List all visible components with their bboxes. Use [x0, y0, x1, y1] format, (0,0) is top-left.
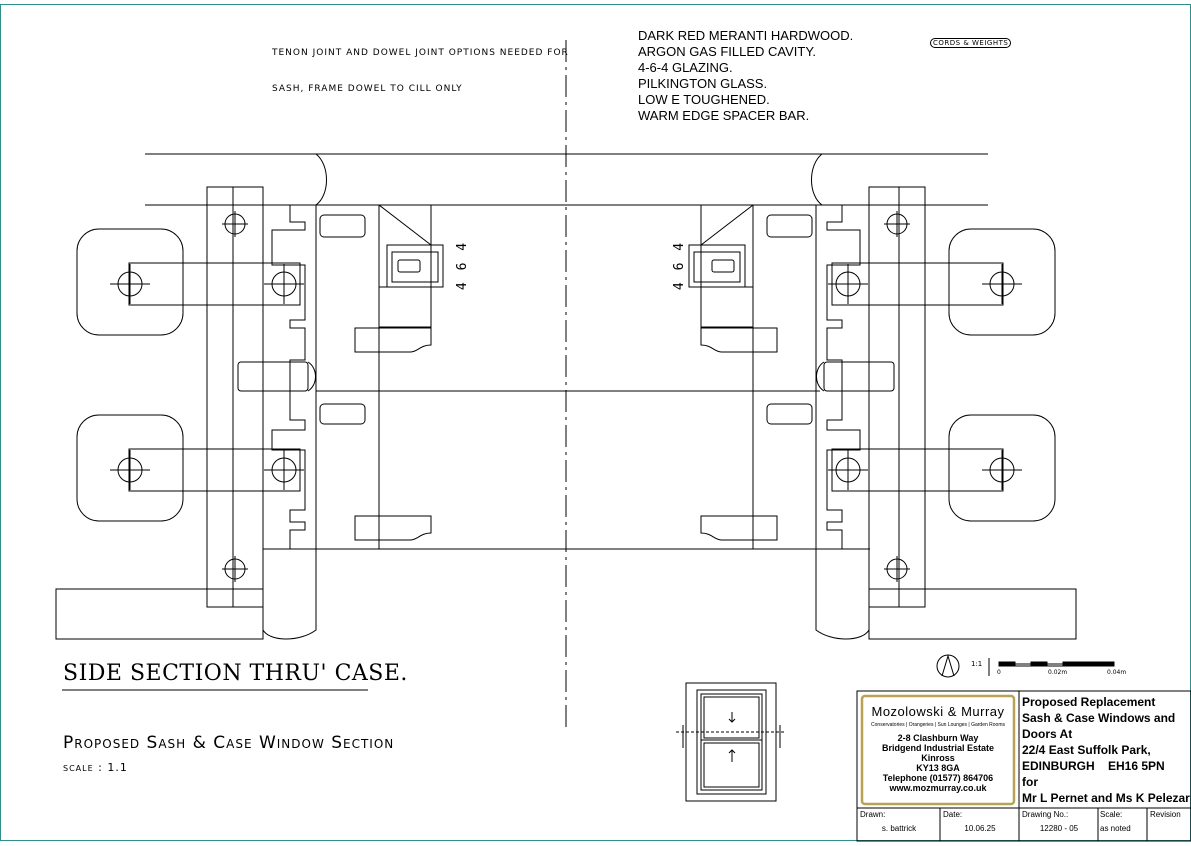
section-title: SIDE SECTION THRU' CASE.: [63, 661, 408, 686]
project-line: 22/4 East Suffolk Park,: [1022, 743, 1151, 757]
scale-cell-value: as noted: [1100, 824, 1131, 833]
scale-tick-0: 0: [997, 669, 1001, 676]
company-name: Mozolowski & Murray: [871, 704, 1005, 719]
date-label: Date:: [943, 810, 963, 819]
spec-item: 4-6-4 GLAZING.: [638, 60, 733, 75]
spec-item: ARGON GAS FILLED CAVITY.: [638, 44, 816, 59]
company-tagline: Conservatories | Orangeries | Sun Lounge…: [871, 722, 1005, 728]
project-line: Proposed Replacement: [1022, 695, 1156, 709]
north-arrow-icon: [936, 654, 960, 678]
project-description: Proposed Replacement Sash & Case Windows…: [1022, 694, 1190, 806]
project-line: for: [1022, 775, 1038, 789]
drawing-no-label: Drawing No.:: [1022, 810, 1069, 819]
drawn-value: s. battrick: [881, 824, 917, 833]
scale-tick-2: 0.04m: [1107, 669, 1127, 676]
title-block: [856, 690, 1191, 842]
spec-item: PILKINGTON GLASS.: [638, 76, 768, 91]
sheet-border: [0, 4, 1191, 841]
company-telephone: Telephone (01577) 864706: [882, 773, 994, 783]
company-address: 2-8 Clashburn Way Bridgend Industrial Es…: [866, 733, 1010, 793]
project-line: Mr L Pernet and Ms K Pelezar: [1022, 791, 1190, 805]
revision-label: Revision: [1150, 810, 1181, 819]
scale-bar: [988, 658, 1115, 676]
glazing-dimension-left: 4 6 4: [455, 240, 471, 291]
glazing-dimension-right: 4 6 4: [672, 240, 688, 291]
scale-ratio: 1:1: [971, 660, 983, 668]
spec-item: DARK RED MERANTI HARDWOOD.: [638, 28, 854, 43]
drawn-label: Drawn:: [860, 810, 886, 819]
head-arc-right: [811, 153, 823, 206]
spec-item: WARM EDGE SPACER BAR.: [638, 108, 810, 123]
left-jamb: [55, 186, 444, 640]
spec-list: DARK RED MERANTI HARDWOOD. ARGON GAS FIL…: [638, 28, 853, 124]
joint-note-line1: TENON JOINT AND DOWEL JOINT OPTIONS NEED…: [272, 48, 569, 58]
spec-item: LOW E TOUGHENED.: [638, 92, 770, 107]
address-line: Kinross: [921, 753, 955, 763]
company-website: www.mozmurray.co.uk: [889, 783, 987, 793]
scale-cell-label: Scale:: [1100, 810, 1123, 819]
project-line: Sash & Case Windows and: [1022, 711, 1176, 725]
right-jamb: [688, 186, 1077, 640]
drawing-title: Proposed Sash & Case Window Section: [63, 733, 395, 753]
scale-tick-1: 0.02m: [1048, 669, 1068, 676]
address-line: KY13 8GA: [916, 763, 960, 773]
project-line: EDINBURGH EH16 5PN: [1022, 759, 1165, 773]
project-line: Doors At: [1022, 727, 1073, 741]
head-arc-left: [315, 153, 327, 206]
drawing-scale-label: scale : 1.1: [63, 761, 128, 774]
address-line: 2-8 Clashburn Way: [897, 733, 979, 743]
drawing-no-value: 12280 - 05: [1039, 824, 1079, 833]
cords-weights-label: CORDS & WEIGHTS: [930, 38, 1012, 48]
window-elevation-icon: [676, 682, 786, 802]
date-value: 10.06.25: [964, 824, 996, 833]
address-line: Bridgend Industrial Estate: [881, 743, 995, 753]
joint-note-line2: SASH, FRAME DOWEL TO CILL ONLY: [272, 84, 463, 94]
